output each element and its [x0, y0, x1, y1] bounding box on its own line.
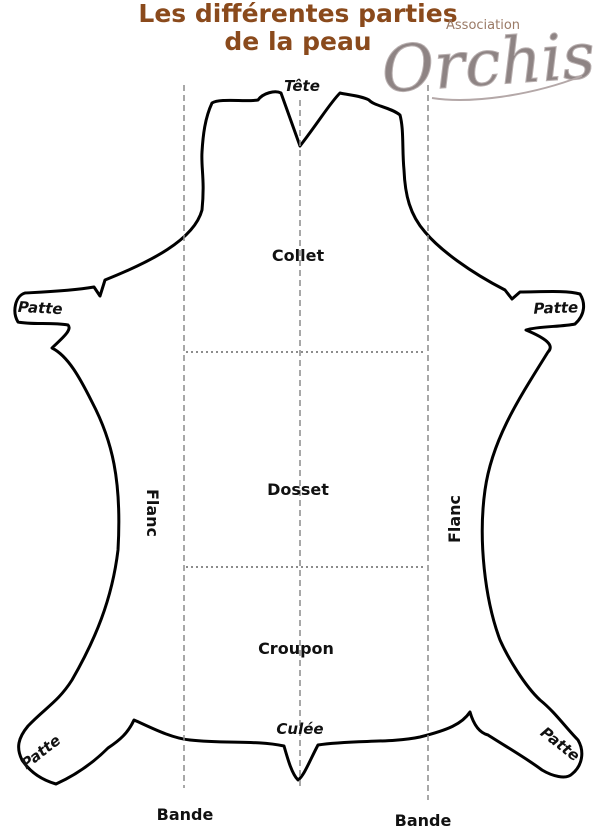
- hide-outline: [13, 90, 586, 786]
- label-neck: Collet: [272, 246, 325, 265]
- label-band-left: Bande: [157, 805, 214, 824]
- orchis-logo: Association Orchis: [379, 18, 598, 109]
- label-flank-left: Flanc: [143, 489, 162, 537]
- logo-swoosh-icon: [431, 75, 583, 101]
- label-band-right: Bande: [395, 811, 452, 828]
- logo-association-text: Association: [446, 18, 520, 33]
- label-tail: Culée: [276, 720, 323, 738]
- title-line-2: de la peau: [224, 27, 371, 56]
- logo-orchis-text: Orchis: [379, 19, 597, 108]
- label-flank-right: Flanc: [445, 495, 464, 543]
- label-rump: Croupon: [258, 639, 334, 658]
- title-line-1: Les différentes parties: [138, 0, 457, 28]
- label-head: Tête: [284, 77, 320, 95]
- label-leg-top-left: Patte: [17, 298, 63, 318]
- label-leg-top-right: Patte: [533, 298, 578, 318]
- label-back: Dosset: [267, 480, 329, 499]
